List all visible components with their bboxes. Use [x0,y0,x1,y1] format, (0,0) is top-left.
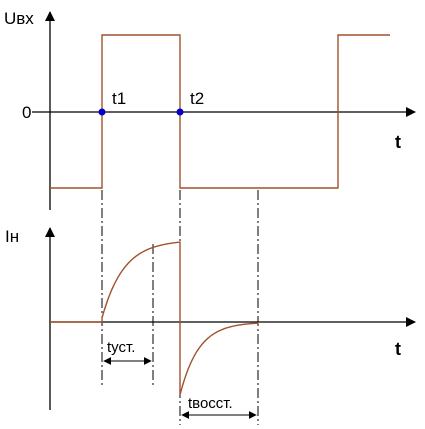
point-t1-label: t1 [112,89,126,108]
tust-label: tуст. [107,339,135,356]
tvosst-label: tвосст. [188,395,233,412]
top-x-axis-label: t [395,132,401,152]
load-current-curve [50,241,259,396]
bottom-y-axis-label: Iн [5,227,19,246]
point-t2-label: t2 [190,89,204,108]
top-y-axis-label: Uвх [4,9,34,28]
point-t1-marker [98,108,106,116]
bottom-x-axis-label: t [395,339,401,359]
point-t2-marker [176,108,184,116]
zero-label: 0 [22,103,31,122]
